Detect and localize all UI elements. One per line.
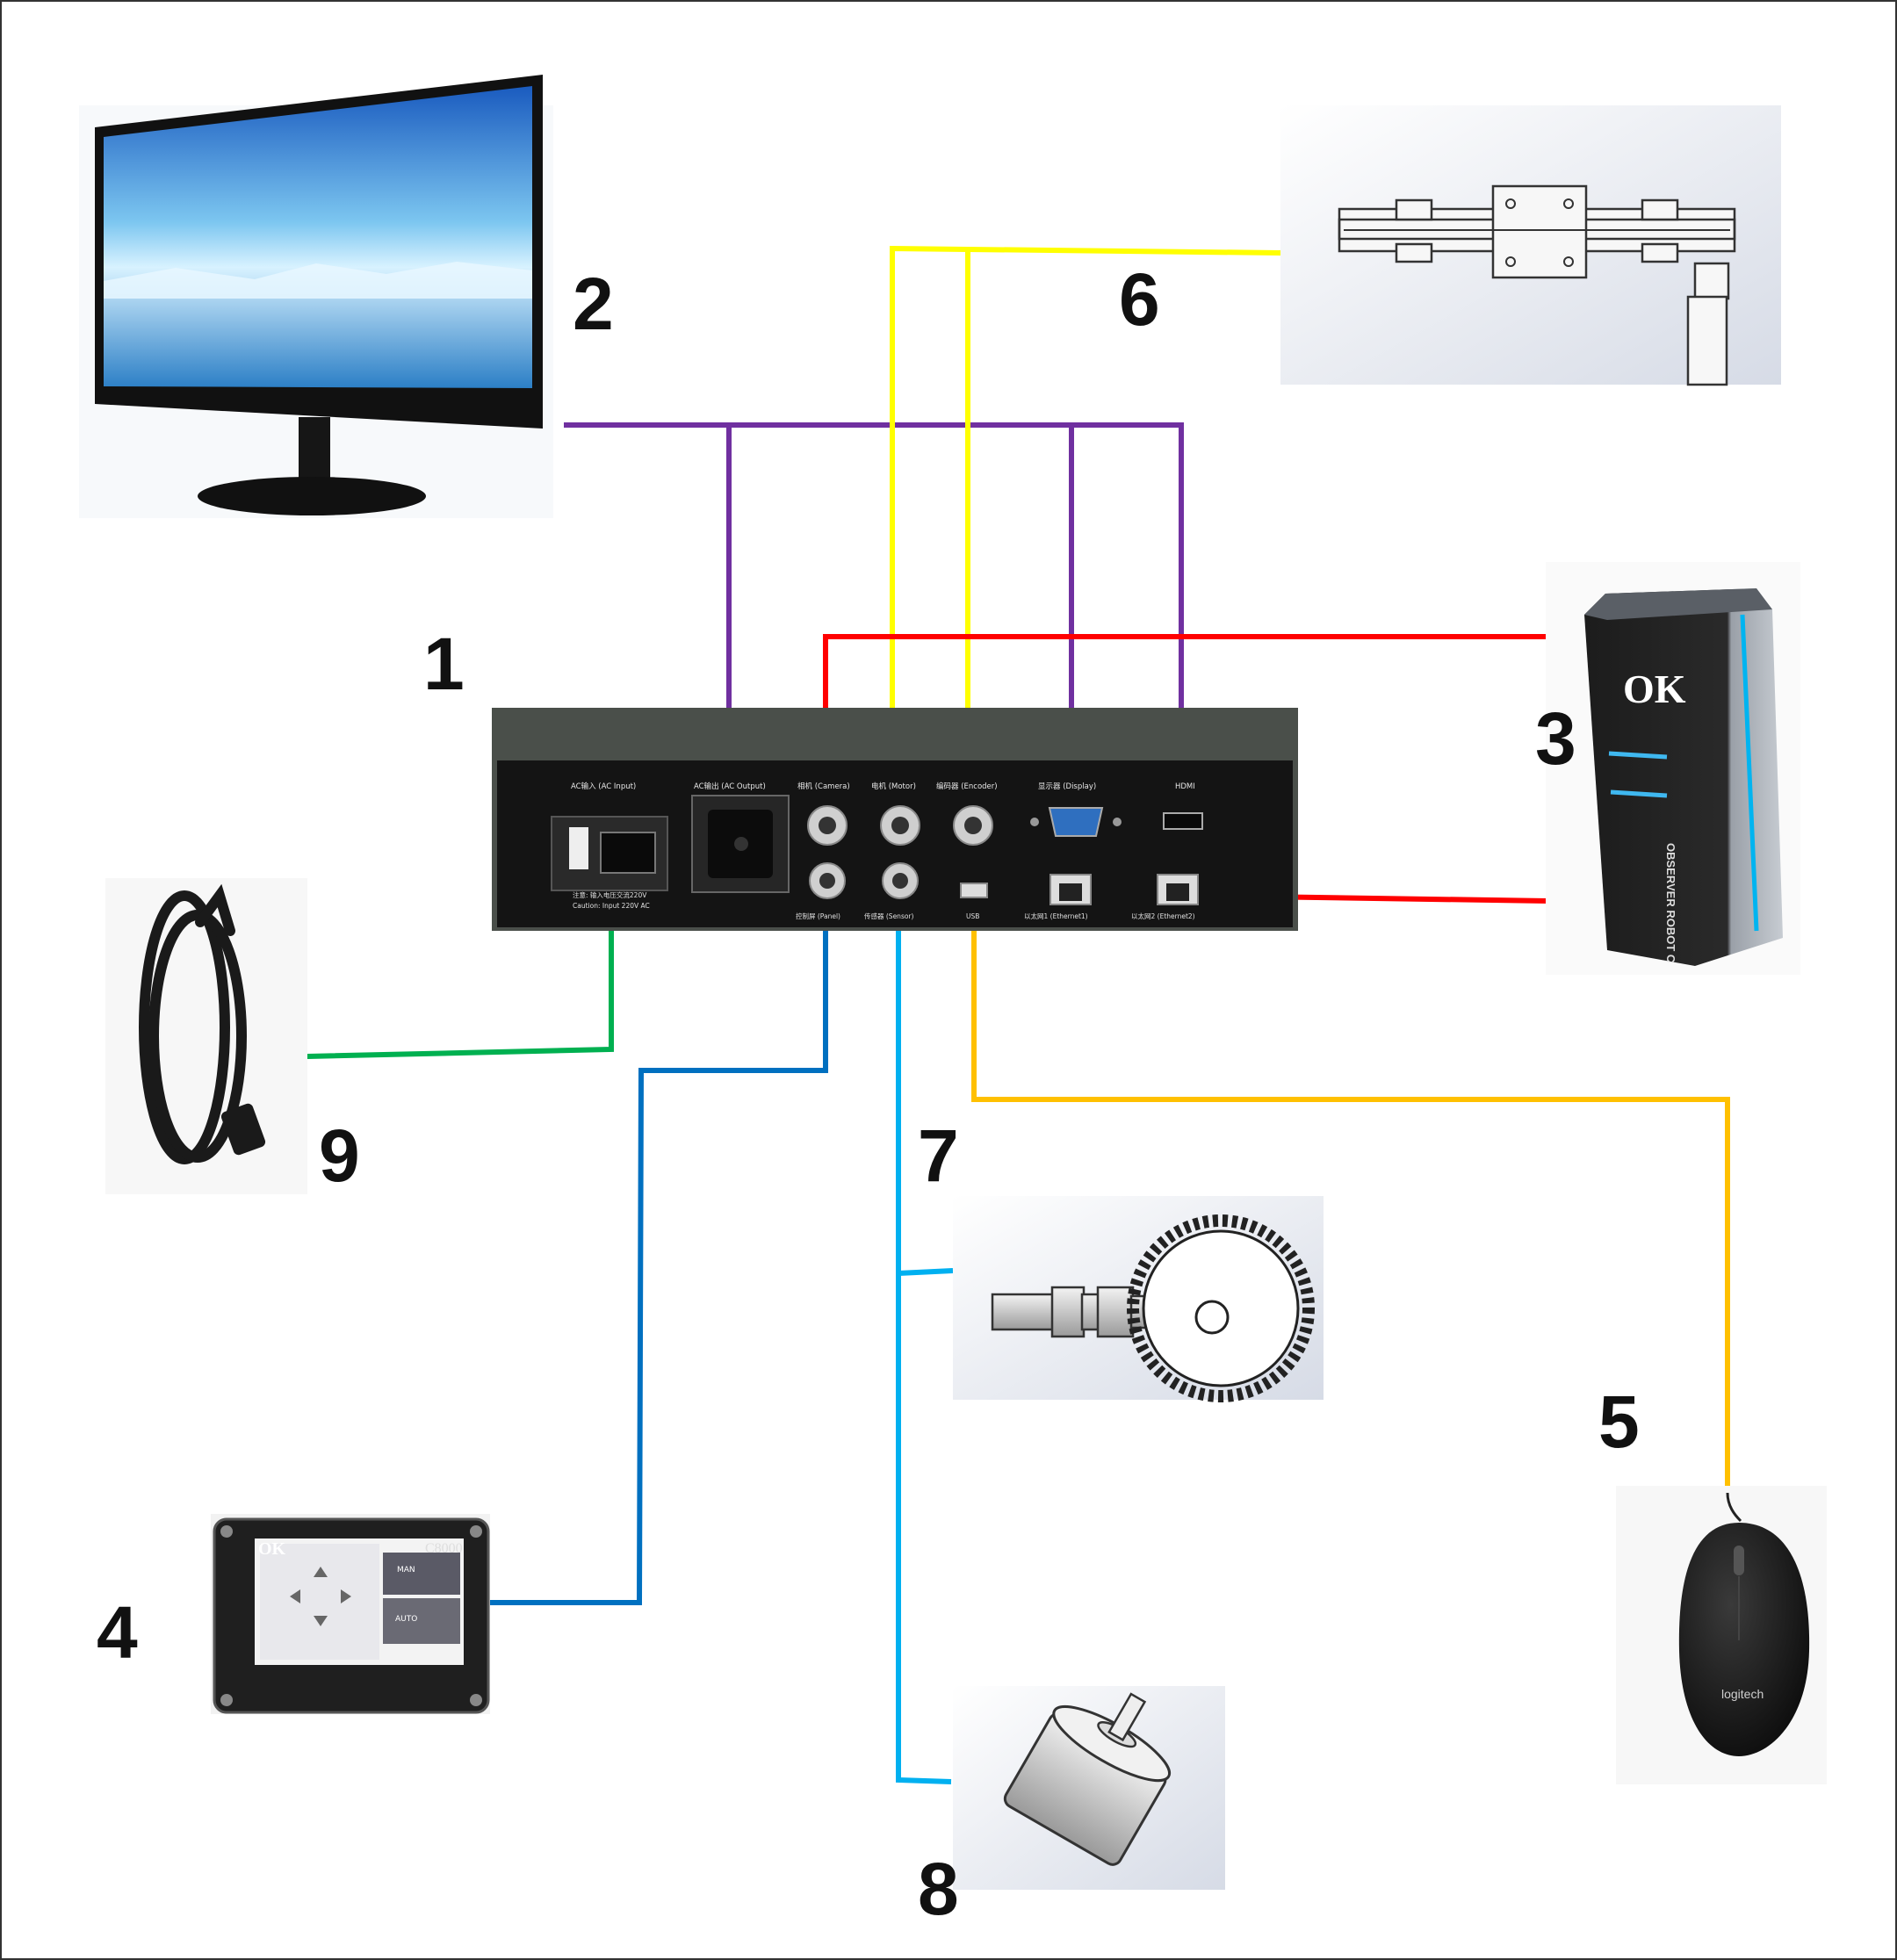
usb-port-icon	[960, 883, 988, 898]
encoder-gear-image	[953, 1196, 1324, 1402]
panel-model: C8000	[425, 1541, 463, 1556]
motor-image	[953, 1686, 1225, 1890]
panel-auto-label: AUTO	[395, 1615, 417, 1624]
label-camera-port: 相机 (Camera)	[797, 782, 850, 791]
label-ethernet2-port: 以太网2 (Ethernet2)	[1131, 912, 1195, 920]
panel-logo: OK	[258, 1539, 286, 1559]
controller-box: AC输入 (AC Input) AC输出 (AC Output) 相机 (Cam…	[492, 708, 1298, 931]
scroll-wheel-icon	[1734, 1546, 1744, 1575]
label-number-8: 8	[918, 1848, 959, 1930]
wire-lightblue-sensor	[896, 929, 954, 1784]
power-switch-icon	[569, 827, 588, 869]
wire-darkblue-panel	[488, 929, 828, 1605]
label-number-1: 1	[423, 623, 465, 705]
label-encoder-port: 编码器 (Encoder)	[936, 782, 998, 791]
label-panel-port: 控制屏 (Panel)	[796, 912, 840, 920]
camera-indicator-light-icon	[1608, 751, 1668, 760]
mouse-body-icon	[1678, 1523, 1810, 1756]
label-number-9: 9	[319, 1114, 360, 1197]
label-caution-cn: 注意: 输入电压交流220V	[573, 890, 647, 899]
wire-yellow-motor	[890, 245, 1281, 766]
power-cord-image	[105, 878, 307, 1194]
iec-inlet-icon	[600, 832, 656, 874]
label-number-6: 6	[1119, 258, 1160, 341]
arrow-down-icon	[314, 1616, 328, 1626]
wire-purple-display	[564, 422, 1184, 764]
vga-port-icon	[1048, 807, 1104, 837]
label-hdmi-port: HDMI	[1175, 782, 1195, 791]
label-sensor-port: 传感器 (Sensor)	[864, 912, 914, 920]
label-display-port: 显示器 (Display)	[1038, 782, 1096, 791]
label-number-3: 3	[1535, 697, 1576, 780]
label-number-2: 2	[573, 263, 614, 345]
label-usb-port: USB	[966, 912, 979, 920]
monitor-image	[79, 75, 553, 518]
mouse-brand: logitech	[1721, 1687, 1764, 1701]
plug-icon	[220, 1103, 266, 1156]
gear-icon	[1142, 1229, 1300, 1387]
arrow-up-icon	[314, 1567, 328, 1577]
camera-model-text: OBSERVER ROBOT C	[1664, 843, 1677, 963]
label-number-7: 7	[918, 1114, 959, 1197]
label-number-5: 5	[1598, 1380, 1640, 1463]
label-ac-input: AC输入 (AC Input)	[571, 782, 636, 791]
label-ethernet1-port: 以太网1 (Ethernet1)	[1024, 912, 1088, 920]
camera-observer-image: OK OBSERVER ROBOT C	[1546, 562, 1800, 975]
hdmi-port-icon	[1163, 812, 1203, 830]
label-caution-en: Caution: Input 220V AC	[573, 902, 650, 910]
label-ac-output: AC输出 (AC Output)	[694, 782, 766, 791]
camera-logo: OK	[1623, 667, 1686, 711]
linear-slide-image	[1280, 105, 1781, 386]
arrow-left-icon	[290, 1589, 300, 1603]
panel-man-label: MAN	[397, 1566, 415, 1574]
mouse-image: logitech	[1616, 1486, 1827, 1784]
wire-orange-usb	[971, 926, 1730, 1491]
label-motor-port: 电机 (Motor)	[871, 782, 916, 791]
arrow-right-icon	[341, 1589, 351, 1603]
control-panel-image: OK C8000 MAN AUTO	[211, 1514, 490, 1714]
label-number-4: 4	[97, 1591, 138, 1674]
